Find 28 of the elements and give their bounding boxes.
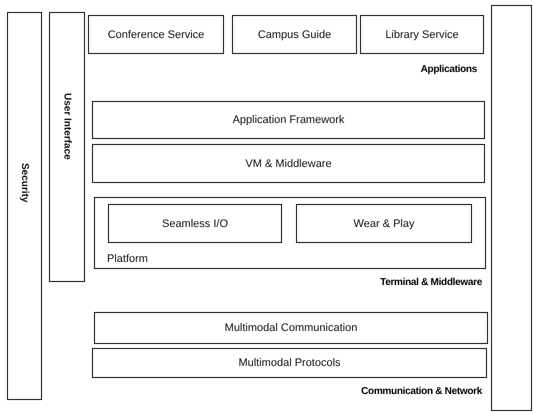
vertical-label: Security bbox=[19, 163, 30, 202]
component-box bbox=[232, 15, 357, 54]
layer-title: Communication & Network bbox=[361, 386, 482, 397]
box-label: Seamless I/O bbox=[160, 218, 230, 230]
component-box bbox=[92, 144, 485, 183]
box-label: Wear & Play bbox=[352, 218, 416, 230]
box-label: Campus Guide bbox=[256, 28, 332, 40]
panel-heading: Platform bbox=[107, 253, 148, 265]
component-box bbox=[296, 204, 472, 243]
component-box bbox=[360, 15, 484, 54]
box-label: Application Framework bbox=[232, 114, 346, 126]
side-band bbox=[49, 12, 85, 282]
box-label: Multimodal Communication bbox=[224, 322, 358, 334]
platform-panel bbox=[94, 197, 486, 269]
vertical-label: User Interface bbox=[62, 93, 72, 160]
layer-title: Terminal & Middleware bbox=[380, 277, 482, 288]
component-box bbox=[88, 15, 224, 54]
side-band bbox=[7, 12, 42, 400]
box-label: Library Service bbox=[384, 28, 460, 40]
box-label: VM & Middleware bbox=[244, 158, 333, 170]
layer-title: Applications bbox=[420, 64, 477, 75]
box-label: Multimodal Protocols bbox=[237, 357, 342, 369]
component-box bbox=[94, 312, 488, 344]
component-box bbox=[92, 348, 487, 378]
empty-box bbox=[491, 5, 532, 411]
component-box bbox=[108, 204, 282, 243]
component-box bbox=[92, 101, 485, 139]
box-label: Conference Service bbox=[106, 28, 206, 40]
